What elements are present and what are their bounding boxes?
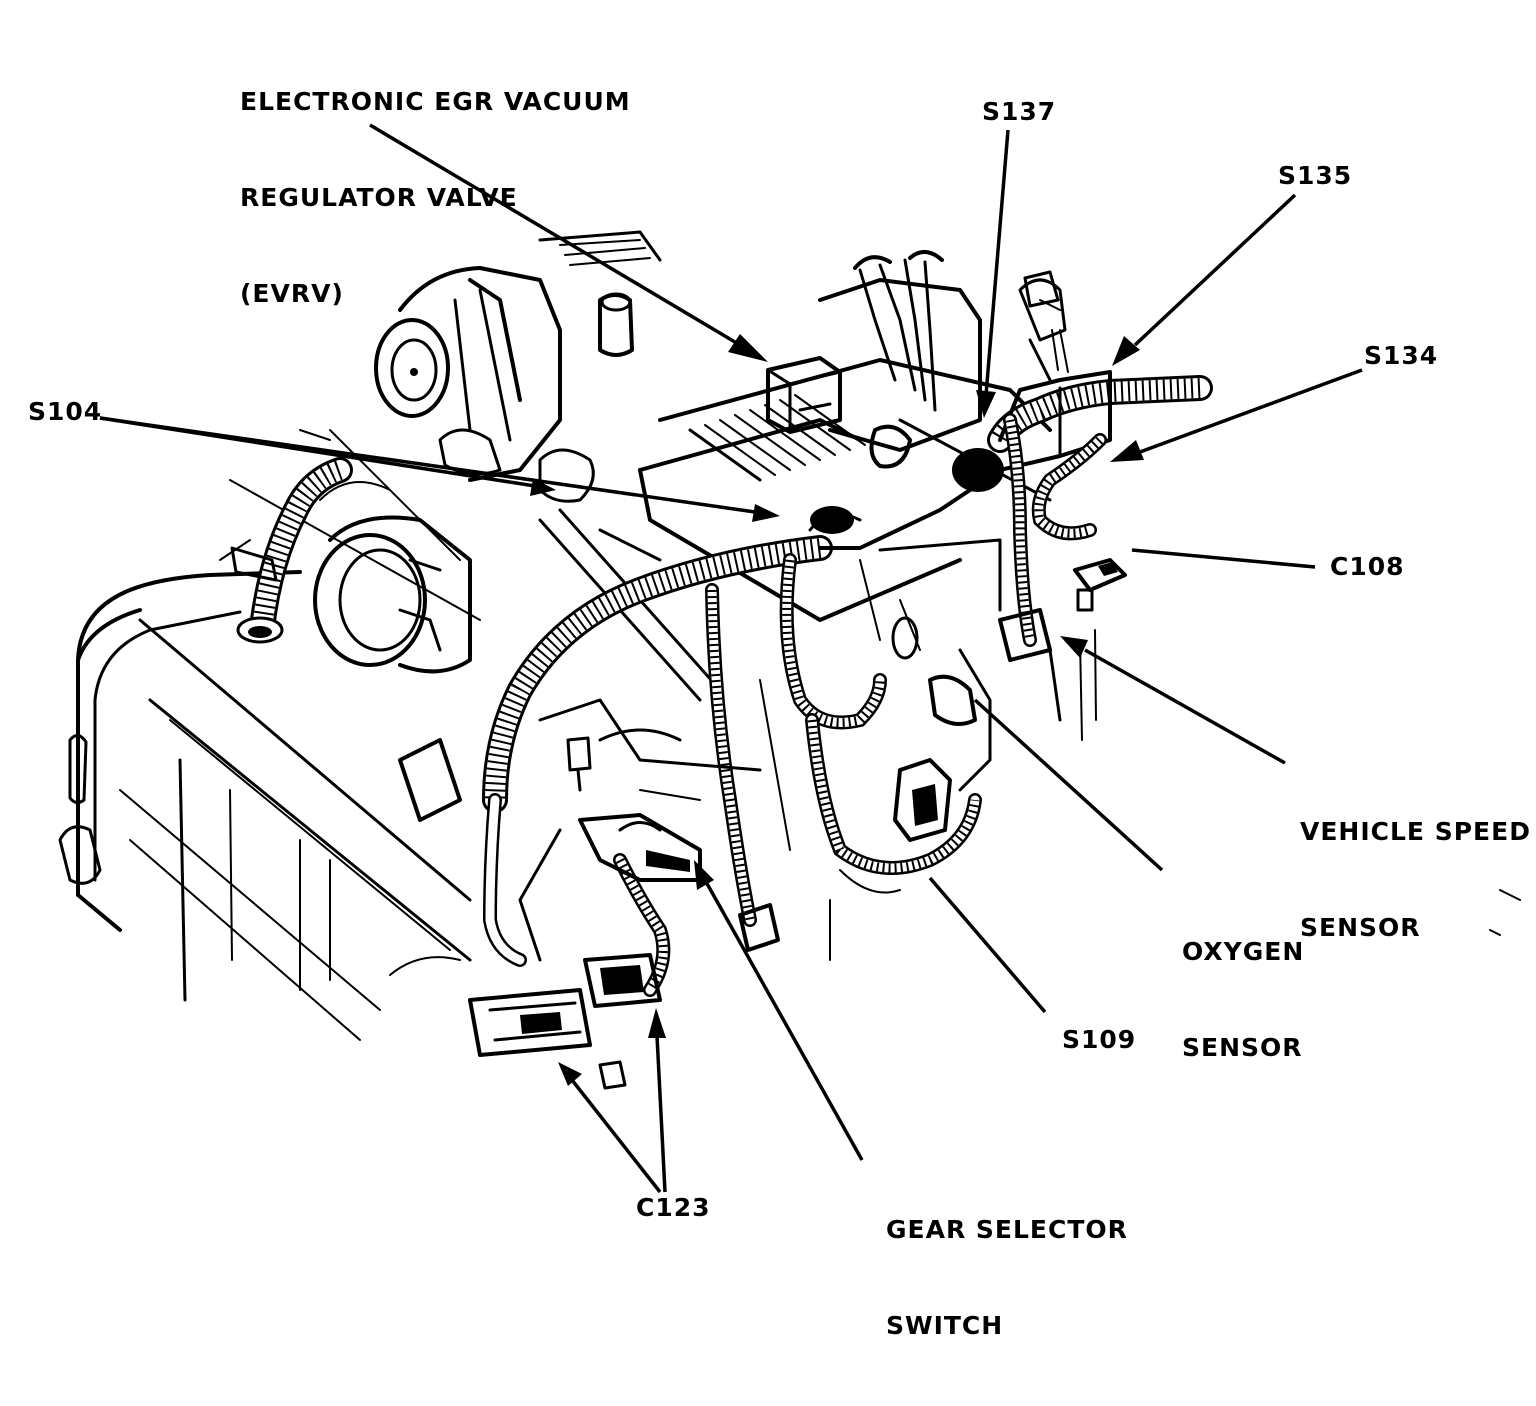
throttle-body bbox=[818, 250, 1067, 492]
label-s137: S137 bbox=[982, 97, 1057, 126]
label-gss-line-2: SWITCH bbox=[886, 1311, 1004, 1340]
label-gss-line-1: GEAR SELECTOR bbox=[886, 1215, 1128, 1244]
label-evrv: ELECTRONIC EGR VACUUM REGULATOR VALVE (E… bbox=[240, 22, 631, 374]
label-oxygen-sensor: OXYGEN SENSOR bbox=[1182, 872, 1304, 1128]
engine-wiring-illustration bbox=[58, 123, 1521, 1194]
label-s109: S109 bbox=[1062, 1025, 1137, 1054]
leader-lines bbox=[99, 123, 1363, 1194]
label-o2-line-1: OXYGEN bbox=[1182, 937, 1305, 966]
connectors bbox=[468, 270, 1127, 1090]
label-evrv-line-2: REGULATOR VALVE bbox=[240, 183, 518, 212]
label-s104: S104 bbox=[28, 397, 103, 426]
label-evrv-line-3: (EVRV) bbox=[240, 279, 344, 308]
label-vss-line-1: VEHICLE SPEED bbox=[1300, 817, 1531, 846]
label-o2-line-2: SENSOR bbox=[1182, 1033, 1303, 1062]
upper-radiator-hose bbox=[230, 457, 353, 644]
label-gear-selector-switch: GEAR SELECTOR SWITCH bbox=[886, 1150, 1128, 1406]
evrv-component bbox=[766, 356, 842, 434]
label-vss-line-2: SENSOR bbox=[1300, 913, 1421, 942]
label-s134: S134 bbox=[1364, 341, 1439, 370]
label-c108: C108 bbox=[1330, 552, 1405, 581]
label-evrv-line-1: ELECTRONIC EGR VACUUM bbox=[240, 87, 631, 116]
radiator-shroud bbox=[58, 479, 481, 1041]
alternator bbox=[313, 481, 472, 674]
label-s135: S135 bbox=[1278, 161, 1353, 190]
diagram-stage: ELECTRONIC EGR VACUUM REGULATOR VALVE (E… bbox=[28, 22, 1531, 1340]
label-c123: C123 bbox=[636, 1193, 711, 1222]
label-vehicle-speed-sensor: VEHICLE SPEED SENSOR bbox=[1300, 752, 1531, 1008]
engine-block-details bbox=[299, 429, 1521, 976]
